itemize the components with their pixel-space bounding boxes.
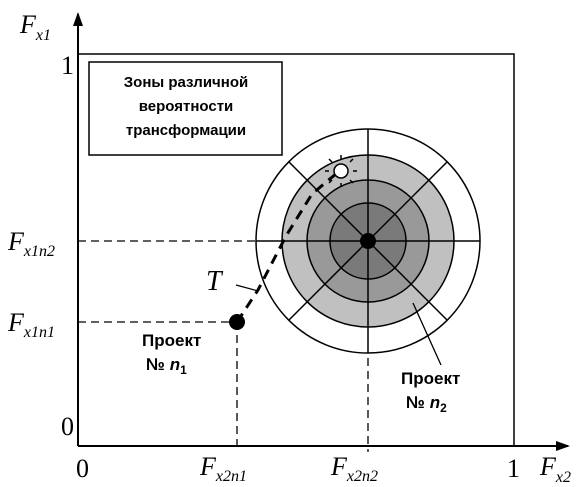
legend-line-3: трансформации (126, 122, 246, 139)
project-n1-line2: № n1 (146, 355, 187, 377)
project-n1-line1: Проект (142, 331, 201, 350)
x-axis-one: 1 (507, 454, 520, 483)
project-n1-point (229, 314, 245, 330)
tick-x-n1: Fx2n1 (199, 452, 247, 485)
y-axis-zero: 0 (61, 412, 74, 441)
trajectory-label: T (206, 266, 224, 297)
tick-x-n2: Fx2n2 (330, 452, 378, 485)
legend-line-2: вероятности (139, 98, 234, 115)
project-n2-point (360, 233, 376, 249)
project-n2-line2: № n2 (406, 393, 447, 415)
project-n2-line1: Проект (401, 369, 460, 388)
target-sun-icon (325, 155, 357, 187)
project-n2-leader (412, 302, 442, 366)
x-axis-title: Fx2 (539, 452, 571, 486)
y-axis-one: 1 (61, 51, 74, 80)
legend-line-1: Зоны различной (124, 74, 248, 91)
unit-square (78, 53, 515, 446)
x-axis-zero: 0 (76, 454, 89, 483)
tick-y-n2: Fx1n2 (7, 227, 55, 260)
trajectory-line (235, 171, 338, 323)
trajectory-label-leader (235, 284, 259, 292)
y-axis-title: Fx1 (19, 10, 51, 44)
legend-box (88, 61, 283, 156)
tick-y-n1: Fx1n1 (7, 308, 55, 341)
probability-zones (255, 128, 481, 354)
